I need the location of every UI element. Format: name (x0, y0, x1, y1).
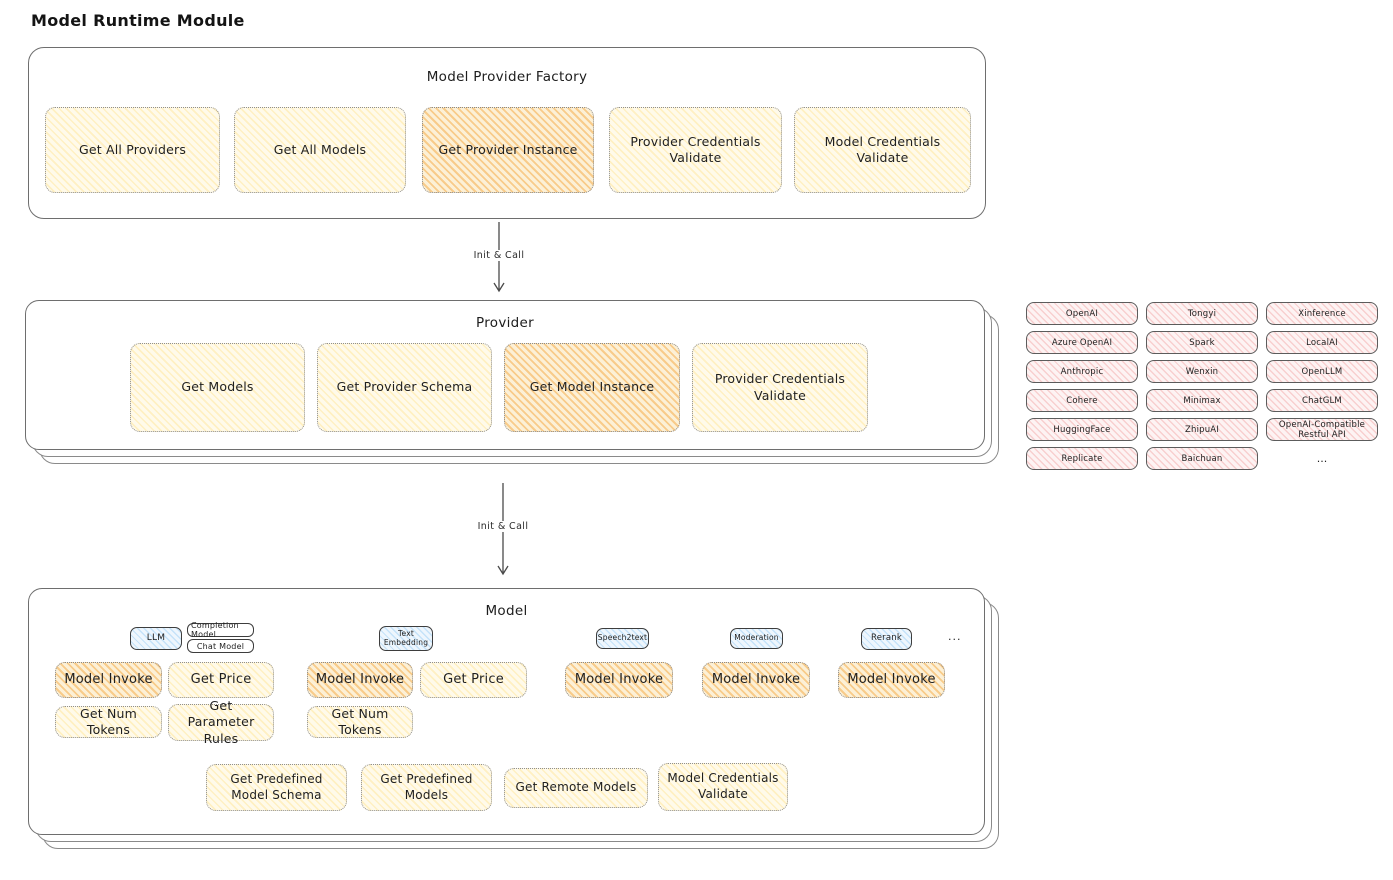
node-get-num-tokens-text-embedding: Get Num Tokens (307, 706, 413, 738)
page-title: Model Runtime Module (31, 11, 245, 30)
node-get-all-providers: Get All Providers (45, 107, 220, 193)
node-get-models: Get Models (130, 343, 305, 432)
tab-moderation: Moderation (730, 628, 783, 649)
provider-tongyi: Tongyi (1146, 302, 1258, 325)
node-provider-credentials-validate-factory: Provider Credentials Validate (609, 107, 782, 193)
provider-xinference: Xinference (1266, 302, 1378, 325)
node-get-all-models: Get All Models (234, 107, 406, 193)
tab-speech2text: Speech2text (596, 628, 649, 649)
tab-more-ellipsis: ... (948, 630, 962, 643)
provider-spark: Spark (1146, 331, 1258, 354)
tab-completion-model: Completion Model (187, 621, 254, 639)
node-get-predefined-model-schema: Get Predefined Model Schema (206, 764, 347, 811)
provider-huggingface: HuggingFace (1026, 418, 1138, 441)
provider-wenxin: Wenxin (1146, 360, 1258, 383)
node-model-credentials-validate-factory: Model Credentials Validate (794, 107, 971, 193)
node-model-invoke-text-embedding: Model Invoke (307, 662, 413, 698)
provider-replicate: Replicate (1026, 447, 1138, 470)
node-get-parameter-rules: Get Parameter Rules (168, 698, 274, 746)
provider-anthropic: Anthropic (1026, 360, 1138, 383)
provider-baichuan: Baichuan (1146, 447, 1258, 470)
provider-cohere: Cohere (1026, 389, 1138, 412)
provider-title: Provider (476, 315, 534, 331)
node-model-invoke-moderation: Model Invoke (702, 662, 810, 698)
tab-chat-model: Chat Model (187, 639, 254, 653)
node-get-price-llm: Get Price (168, 662, 274, 698)
provider-minimax: Minimax (1146, 389, 1258, 412)
provider-localai: LocalAI (1266, 331, 1378, 354)
node-model-credentials-validate-model: Model Credentials Validate (658, 763, 788, 811)
node-get-predefined-models: Get Predefined Models (361, 764, 492, 811)
node-model-invoke-rerank: Model Invoke (838, 662, 945, 698)
provider-azure-openai: Azure OpenAI (1026, 331, 1138, 354)
node-get-model-instance: Get Model Instance (504, 343, 680, 432)
node-model-invoke-llm: Model Invoke (55, 662, 162, 698)
provider-openllm: OpenLLM (1266, 360, 1378, 383)
provider-zhipuai: ZhipuAI (1146, 418, 1258, 441)
node-model-invoke-speech2text: Model Invoke (565, 662, 673, 698)
tab-text-embedding: Text Embedding (379, 626, 433, 651)
node-get-provider-instance: Get Provider Instance (422, 107, 594, 193)
provider-openai-compatible: OpenAI-Compatible Restful API (1266, 418, 1378, 441)
provider-more-ellipsis: ... (1316, 452, 1328, 465)
arrow-label-init-call-2: Init & Call (472, 521, 534, 532)
node-provider-credentials-validate-provider: Provider Credentials Validate (692, 343, 868, 432)
factory-title: Model Provider Factory (426, 69, 588, 85)
tab-rerank: Rerank (861, 628, 912, 650)
provider-name-grid: OpenAI Tongyi Xinference Azure OpenAI Sp… (1026, 302, 1378, 470)
arrow-label-init-call-1: Init & Call (468, 250, 530, 261)
node-get-provider-schema: Get Provider Schema (317, 343, 492, 432)
tab-llm: LLM (130, 627, 182, 650)
model-title: Model (485, 603, 528, 619)
provider-openai: OpenAI (1026, 302, 1138, 325)
node-get-remote-models: Get Remote Models (504, 768, 648, 808)
node-get-num-tokens-llm: Get Num Tokens (55, 706, 162, 738)
provider-chatglm: ChatGLM (1266, 389, 1378, 412)
node-get-price-text-embedding: Get Price (420, 662, 527, 698)
